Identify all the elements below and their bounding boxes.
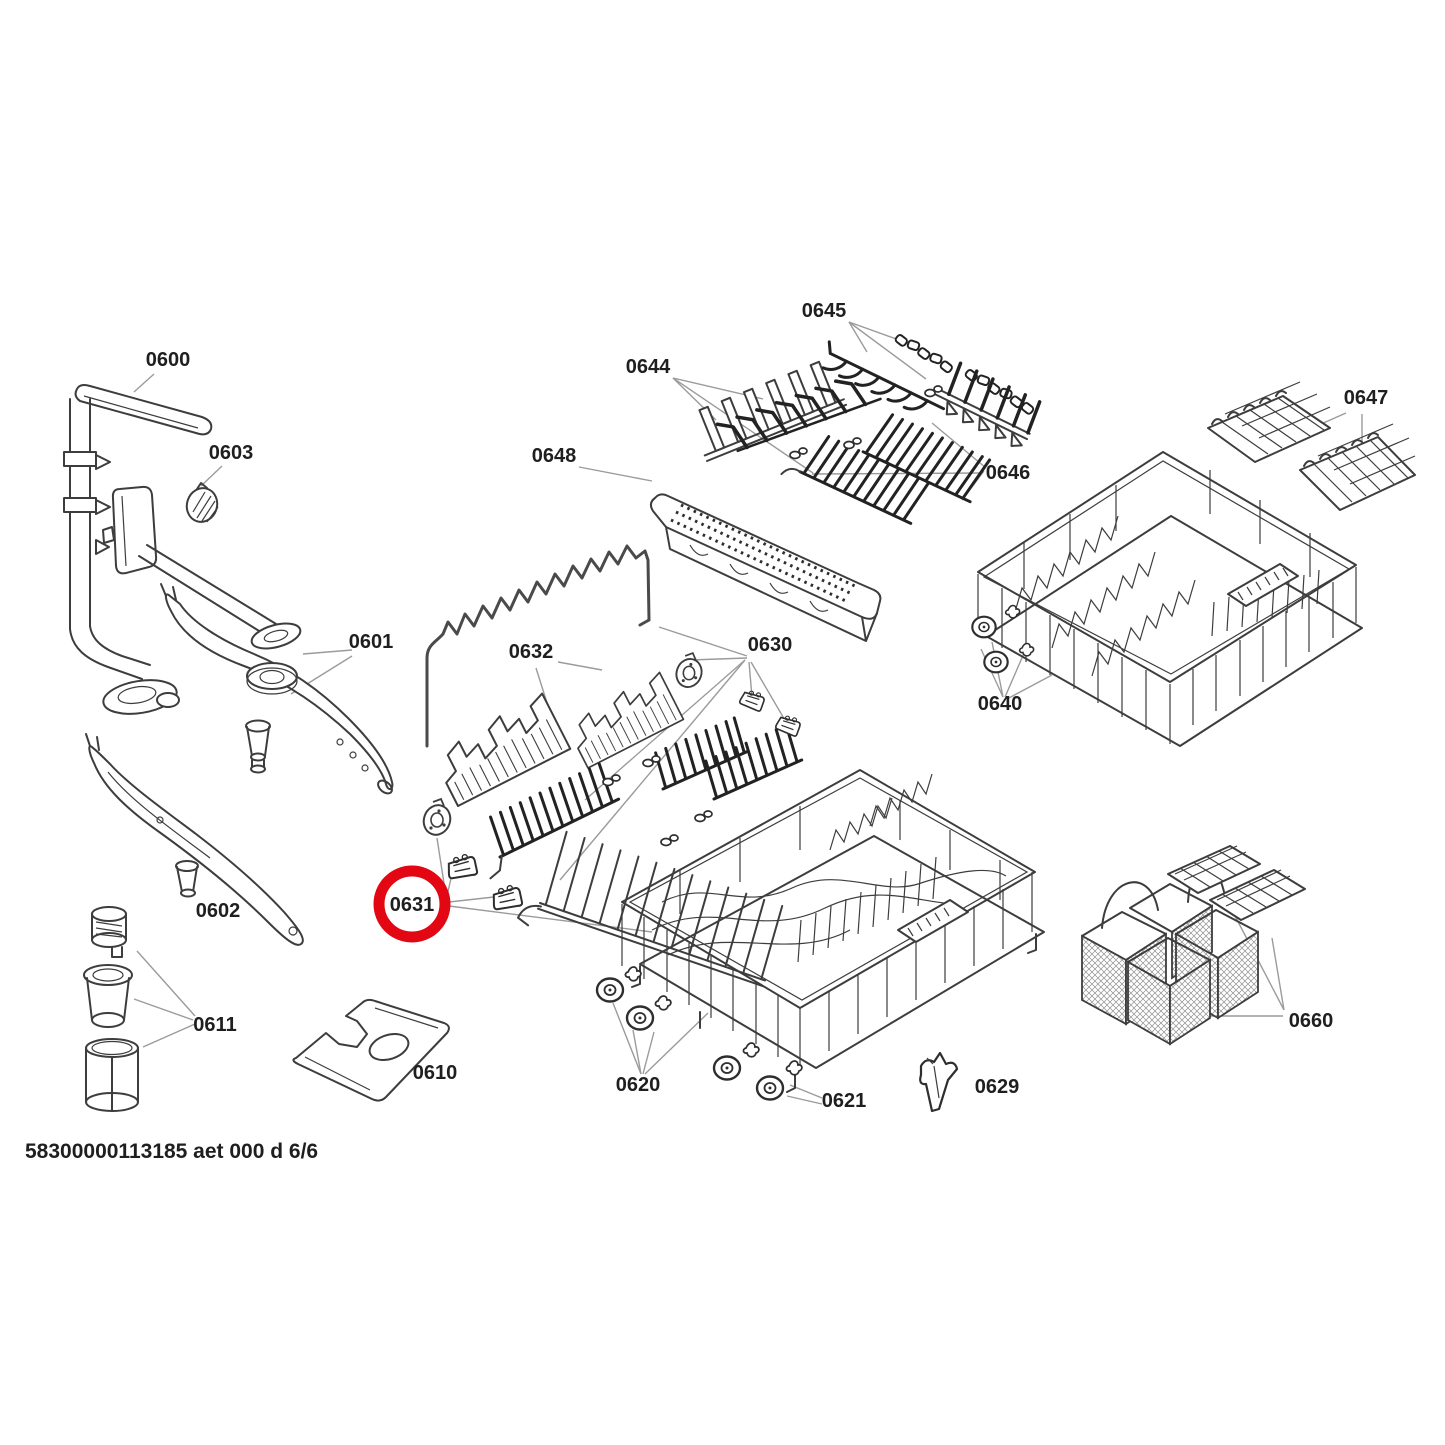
part-0647-shelf-grids bbox=[1207, 381, 1416, 511]
label-0603: 0603 bbox=[209, 442, 254, 464]
part-0632-folding-racks bbox=[428, 671, 685, 807]
part-0640-upper-basket bbox=[971, 451, 1363, 747]
label-0660: 0660 bbox=[1289, 1010, 1334, 1032]
part-0620-lower-basket bbox=[621, 769, 1045, 1093]
part-0646-tine-rows bbox=[789, 361, 1042, 504]
part-labels: 0600 0603 0601 0632 0630 0648 0644 0645 … bbox=[146, 300, 1389, 1112]
part-0660-cutlery-basket bbox=[1081, 845, 1306, 1046]
part-0600-feed-pipe bbox=[63, 384, 302, 715]
part-0603-cap bbox=[185, 482, 219, 523]
part-0602-lower-spray-arm bbox=[85, 733, 304, 946]
label-0629: 0629 bbox=[975, 1076, 1020, 1098]
part-0629-clip bbox=[919, 1051, 959, 1113]
label-0601: 0601 bbox=[349, 631, 394, 653]
part-0645-tine-rows bbox=[821, 332, 1036, 416]
label-0648: 0648 bbox=[532, 445, 577, 467]
part-0648-cup-shelf bbox=[649, 493, 882, 642]
label-0646: 0646 bbox=[986, 462, 1031, 484]
label-0620: 0620 bbox=[616, 1074, 661, 1096]
label-0630: 0630 bbox=[748, 634, 793, 656]
part-0644-tine-rows bbox=[698, 360, 930, 525]
label-0602: 0602 bbox=[196, 900, 241, 922]
label-0610: 0610 bbox=[413, 1062, 458, 1084]
part-0611-filter-set bbox=[83, 906, 139, 1112]
label-0621: 0621 bbox=[822, 1090, 867, 1112]
label-0644: 0644 bbox=[626, 356, 671, 378]
label-0611: 0611 bbox=[193, 1014, 236, 1036]
label-0632: 0632 bbox=[509, 641, 554, 663]
highlight-ring-0631 bbox=[373, 865, 451, 943]
part-0601-upper-spray-arm bbox=[160, 583, 394, 795]
label-0631-highlighted: 0631 bbox=[390, 894, 435, 916]
label-0647: 0647 bbox=[1344, 387, 1389, 409]
label-0645: 0645 bbox=[802, 300, 847, 322]
document-number: 58300000113185 aet 000 d 6/6 bbox=[25, 1140, 318, 1163]
part-0610-base-plate bbox=[292, 998, 450, 1102]
label-0640: 0640 bbox=[978, 693, 1023, 715]
label-0600: 0600 bbox=[146, 349, 191, 371]
